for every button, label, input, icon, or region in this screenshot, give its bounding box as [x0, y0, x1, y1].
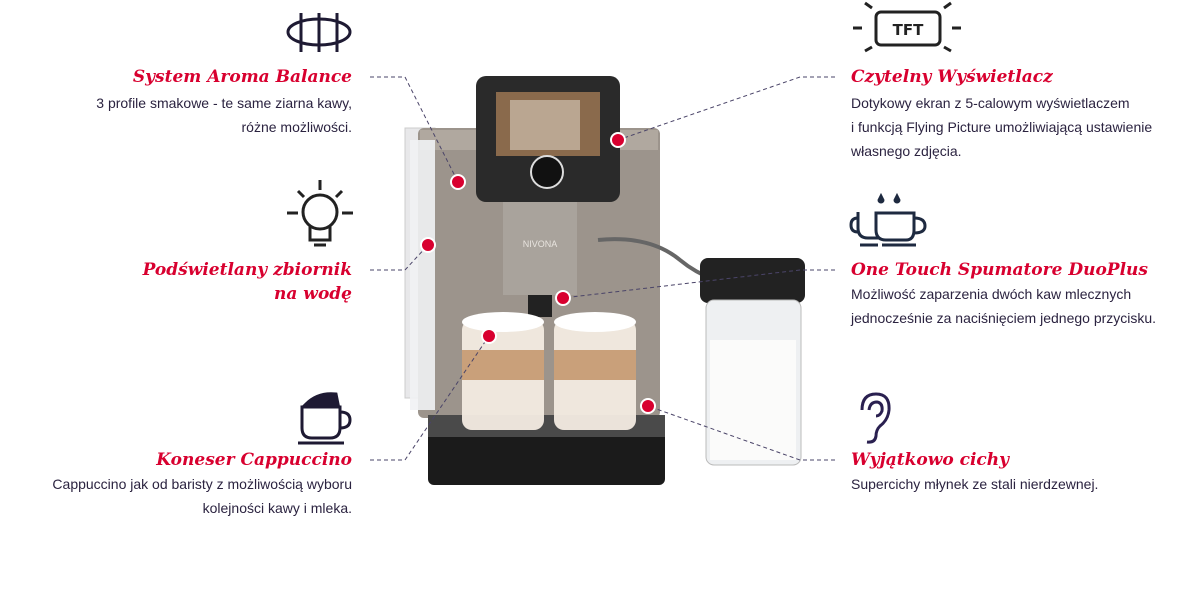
feature-desc-display-1: Dotykowy ekran z 5-calowym wyświetlaczem — [851, 95, 1130, 111]
ear-icon — [860, 392, 891, 444]
feature-desc-aroma-1: 3 profile smakowe - te same ziarna kawy, — [96, 95, 352, 111]
hotspot-cappuccino[interactable] — [481, 328, 497, 344]
feature-desc-cappuccino-2: kolejności kawy i mleka. — [202, 500, 352, 516]
tft-display-icon — [853, 1, 961, 53]
hotspot-display[interactable] — [610, 132, 626, 148]
hotspots — [420, 132, 656, 414]
feature-desc-frother-1: Możliwość zaparzenia dwóch kaw mlecznych — [851, 286, 1132, 302]
hotspot-frother[interactable] — [555, 290, 571, 306]
feature-desc-display-2: i funkcją Flying Picture umożliwiającą u… — [851, 119, 1153, 135]
feature-title-frother: One Touch Spumatore DuoPlus — [851, 260, 1148, 280]
hotspot-quiet[interactable] — [640, 398, 656, 414]
feature-title-aroma: System Aroma Balance — [132, 67, 352, 87]
feature-desc-cappuccino-1: Cappuccino jak od baristy z możliwością … — [52, 476, 352, 492]
svg-text:NIVONA: NIVONA — [523, 239, 558, 249]
feature-title-display: Czytelny Wyświetlacz — [851, 67, 1053, 87]
feature-desc-aroma-2: różne możliwości. — [241, 119, 352, 135]
hotspot-aroma[interactable] — [450, 174, 466, 190]
cappuccino-cup-icon — [298, 392, 352, 445]
feature-title-tank-1: Podświetlany zbiornik — [142, 260, 352, 280]
tft-label: TFT — [893, 21, 924, 39]
hotspot-tank[interactable] — [420, 237, 436, 253]
feature-title-tank-2: na wodę — [274, 284, 352, 304]
leader-lines — [370, 76, 835, 461]
feature-title-cappuccino: Koneser Cappuccino — [156, 450, 352, 470]
two-cups-icon — [849, 192, 927, 247]
aroma-balance-icon — [286, 13, 352, 52]
feature-title-quiet: Wyjątkowo cichy — [851, 450, 1010, 470]
feature-desc-display-3: własnego zdjęcia. — [851, 143, 962, 159]
feature-desc-frother-2: jednocześnie za naciśnięciem jednego prz… — [851, 310, 1157, 326]
lightbulb-icon — [287, 180, 353, 247]
feature-desc-quiet-1: Supercichy młynek ze stali nierdzewnej. — [851, 476, 1099, 492]
coffee-machine: NIVONA — [404, 76, 805, 485]
